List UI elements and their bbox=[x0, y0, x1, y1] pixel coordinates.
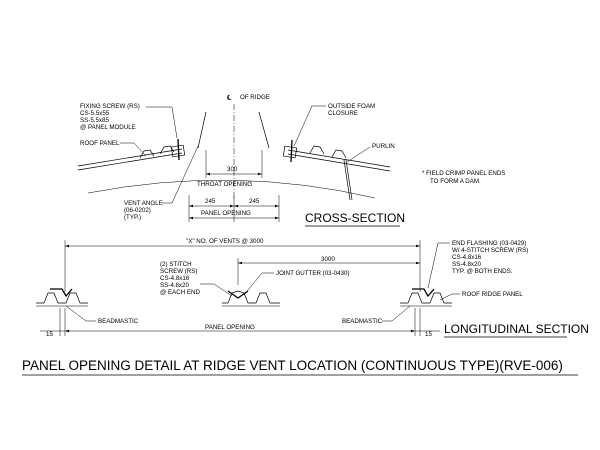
vents-dim-arrow-left bbox=[65, 244, 69, 248]
dim-300-text: 300 bbox=[227, 166, 238, 173]
vents-dim-text: "X" NO. OF VENTS @ 3000 bbox=[186, 238, 264, 245]
panel-opening-long-arrow-left bbox=[65, 329, 69, 333]
joint-gutter-leader bbox=[243, 272, 274, 296]
stitch-screw-leader bbox=[200, 283, 233, 297]
end-flashing-label: END FLASHING (03-0429) W/ 4-STITCH SCREW… bbox=[452, 240, 530, 275]
roof-ridge-panel-leader bbox=[439, 293, 460, 301]
left-panel-rib bbox=[139, 145, 175, 159]
dim-300-arrow-right bbox=[258, 172, 262, 176]
right-panel-rib bbox=[309, 145, 347, 159]
panel-opening-arrow-left bbox=[189, 216, 193, 220]
right-foam-closure bbox=[282, 145, 298, 159]
throat-opening-label: THROAT OPENING bbox=[197, 181, 252, 188]
left-fixing-screw bbox=[177, 138, 180, 161]
dim-245-arrow-b bbox=[230, 204, 234, 208]
beadmastic-left-leader bbox=[65, 305, 96, 322]
joint-gutter bbox=[227, 290, 249, 299]
right-roof-panel bbox=[287, 149, 391, 172]
roof-panel-label: ROOF PANEL bbox=[80, 140, 120, 147]
end-flashing-right bbox=[412, 288, 435, 298]
panel-opening-long-label: PANEL OPENING bbox=[205, 324, 255, 331]
joint-gutter-label: JOINT GUTTER (03-0430) bbox=[276, 270, 349, 277]
outside-foam-leader bbox=[293, 105, 326, 147]
dim-3000-arrow-left bbox=[238, 261, 242, 265]
beadmastic-right-leader bbox=[382, 305, 411, 322]
vents-dim-arrow-right bbox=[416, 244, 420, 248]
centerline-symbol: ℄ bbox=[227, 94, 232, 102]
roof-panel-leader bbox=[120, 142, 147, 157]
dim-245-right-text: 245 bbox=[249, 198, 260, 205]
main-title: PANEL OPENING DETAIL AT RIDGE VENT LOCAT… bbox=[22, 358, 563, 373]
outside-foam-label: OUTSIDE FOAM CLOSURE bbox=[328, 103, 377, 117]
vent-angle-leader bbox=[162, 145, 199, 204]
vent-angle-left bbox=[197, 111, 207, 149]
centerline-label: OF RIDGE bbox=[240, 94, 270, 101]
panel-opening-label: PANEL OPENING bbox=[201, 210, 251, 217]
dim-15-left-text: 15 bbox=[46, 331, 53, 338]
cross-section-title: CROSS-SECTION bbox=[305, 211, 405, 225]
purlin-label: PURLIN bbox=[372, 143, 395, 150]
dim-3000-arrow-right bbox=[416, 261, 420, 265]
dim-245-arrow-a bbox=[189, 204, 193, 208]
left-roof-panel bbox=[77, 148, 183, 171]
dim-3000-text: 3000 bbox=[321, 256, 335, 263]
roof-ridge-panel-label: ROOF RIDGE PANEL bbox=[462, 291, 523, 298]
dim-300-arrow-left bbox=[206, 172, 210, 176]
stitch-screw-label: (2) STITCH SCREW (RS) CS-4.8x16 SS-4.8x2… bbox=[160, 261, 201, 296]
vent-angle-right bbox=[258, 111, 270, 149]
ridge-panel-profile bbox=[36, 290, 452, 304]
roof-slope-line bbox=[87, 179, 376, 199]
cross-section-view: ℄ OF RIDGE PURLIN FIXING SCREW (RS) CS-5… bbox=[77, 94, 507, 227]
end-flashing-leader bbox=[427, 242, 450, 289]
beadmastic-left-label: BEADMASTIC bbox=[98, 318, 139, 325]
purlin bbox=[343, 159, 353, 201]
vent-angle-label: VENT ANGLE (06-0202) (TYP.) bbox=[124, 200, 164, 221]
fixing-screw-label: FIXING SCREW (RS) CS-5.5x55 SS-5.5x85 @ … bbox=[80, 103, 142, 131]
dim-15-right-text: 15 bbox=[425, 331, 432, 338]
fixing-screw-leader bbox=[146, 106, 178, 139]
right-fixing-screw bbox=[290, 139, 293, 163]
dim-245-arrow-c bbox=[234, 204, 238, 208]
longitudinal-section-title: LONGITUDINAL SECTION bbox=[444, 322, 589, 336]
end-flashing-left bbox=[50, 288, 73, 298]
purlin-leader bbox=[346, 146, 371, 163]
longitudinal-section-view: "X" NO. OF VENTS @ 3000 3000 END FLASHIN… bbox=[36, 238, 589, 338]
panel-opening-long-arrow-right bbox=[411, 329, 415, 333]
dim-245-left-text: 245 bbox=[205, 198, 216, 205]
field-crimp-note: * FIELD CRIMP PANEL ENDS TO FORM A DAM. bbox=[422, 170, 507, 185]
panel-opening-arrow-right bbox=[275, 216, 279, 220]
dim-245-arrow-d bbox=[275, 204, 279, 208]
beadmastic-right-label: BEADMASTIC bbox=[342, 318, 383, 325]
